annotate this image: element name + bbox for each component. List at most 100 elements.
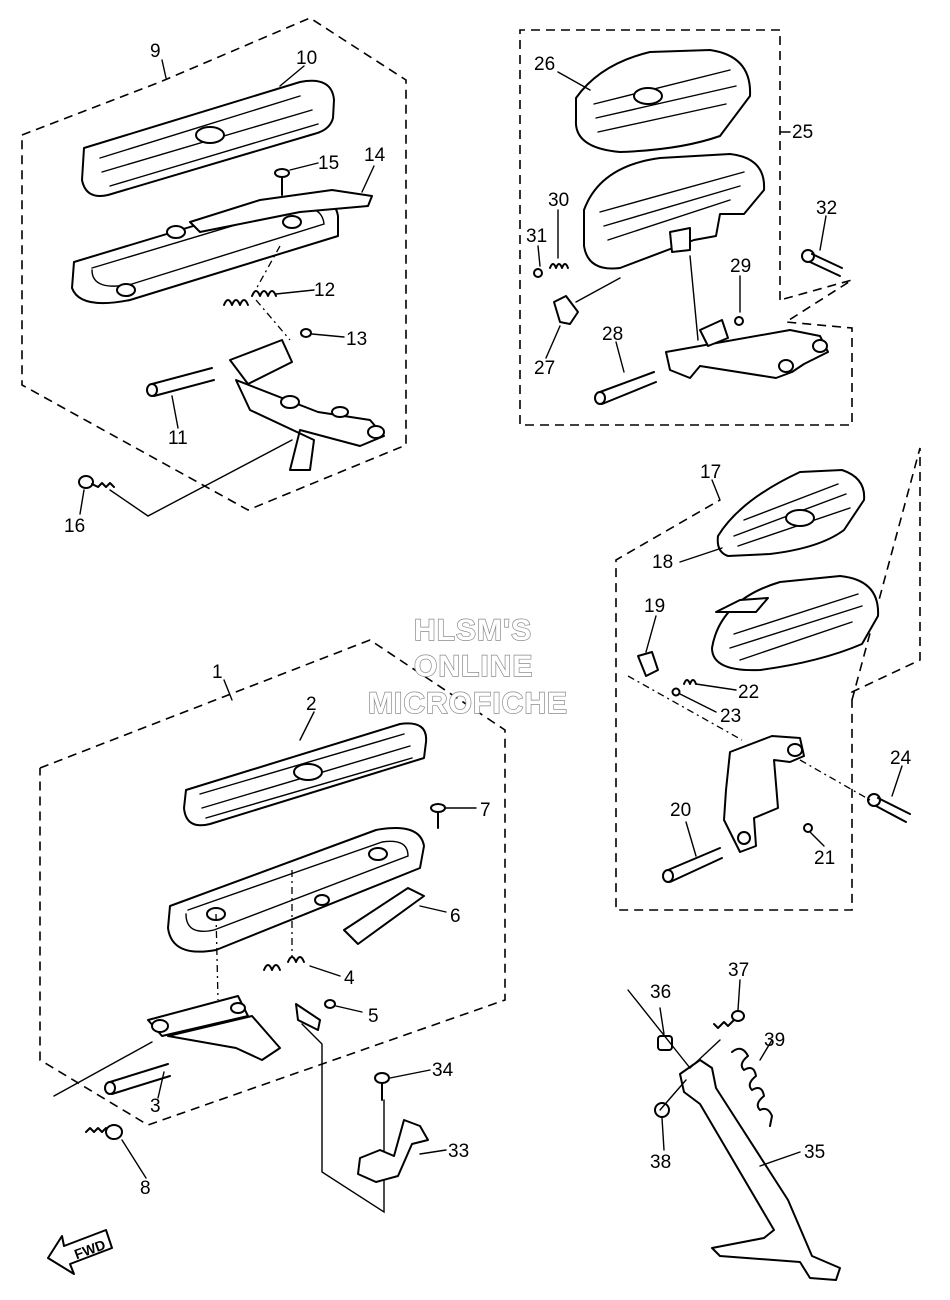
callout-19: 19 — [644, 596, 665, 617]
callout-38: 38 — [650, 1152, 671, 1173]
pivot-pin-11 — [146, 367, 215, 397]
pin-29 — [734, 316, 744, 326]
plate-19 — [637, 651, 659, 677]
callout-6: 6 — [450, 906, 461, 927]
bracket-33 — [357, 1119, 429, 1183]
callout-39: 39 — [764, 1030, 785, 1051]
footboard-base-1 — [167, 827, 425, 953]
callout-4: 4 — [344, 968, 355, 989]
part-number-callouts: 9 10 15 14 12 13 11 16 26 25 30 31 32 29… — [64, 41, 912, 1199]
group-1-outline — [39, 639, 506, 1126]
pivot-pin-28 — [594, 371, 657, 405]
watermark-line-2: ONLINE — [414, 650, 533, 683]
callout-29: 29 — [730, 256, 751, 277]
callout-2: 2 — [306, 694, 317, 715]
callout-24: 24 — [890, 748, 912, 769]
spring-30 — [549, 263, 569, 269]
callout-27: 27 — [534, 358, 555, 379]
group-1-assembly — [39, 639, 506, 1214]
pin-5 — [324, 999, 336, 1009]
screw-34 — [374, 1072, 390, 1101]
callout-15: 15 — [318, 153, 339, 174]
callout-26: 26 — [534, 54, 555, 75]
callout-32: 32 — [816, 198, 837, 219]
callout-5: 5 — [368, 1006, 379, 1027]
callout-20: 20 — [670, 800, 691, 821]
footboard-mat-18 — [716, 469, 866, 557]
callout-33: 33 — [448, 1141, 469, 1162]
pin-21 — [803, 823, 813, 833]
watermark-line-1: HLSM'S — [414, 614, 532, 647]
bolt-8 — [85, 1124, 123, 1140]
nut-38 — [654, 1102, 670, 1118]
callout-11: 11 — [168, 428, 188, 449]
callout-18: 18 — [652, 552, 673, 573]
group-9-outline — [21, 17, 407, 511]
bar-6 — [343, 887, 425, 945]
screw-7 — [430, 803, 446, 829]
group-17-leaders — [627, 479, 903, 857]
callout-34: 34 — [432, 1060, 454, 1081]
bolt-32 — [801, 249, 843, 277]
callout-23: 23 — [720, 706, 741, 727]
callout-16: 16 — [64, 516, 85, 537]
footboard-arm-25 — [665, 319, 829, 379]
bolt-16 — [78, 475, 115, 489]
watermark-line-3: MICROFICHE — [368, 687, 568, 720]
spring-39 — [731, 1047, 773, 1127]
footboard-tray-17 — [711, 575, 880, 672]
callout-17: 17 — [700, 462, 721, 483]
spring-22 — [683, 679, 697, 685]
group-25-assembly — [519, 29, 853, 426]
callout-21: 21 — [814, 848, 835, 869]
bracket-14 — [189, 189, 373, 233]
footboard-tray-25 — [583, 153, 766, 270]
spring-4a — [263, 964, 281, 971]
callout-1: 1 — [212, 662, 223, 683]
bracket-33-assembly — [357, 1069, 447, 1183]
footboard-mat-26 — [574, 49, 752, 153]
pivot-pin-20 — [662, 847, 723, 883]
group-9-leaders — [79, 59, 375, 517]
footboard-base-9 — [71, 195, 339, 305]
watermark: HLSM'S ONLINE MICROFICHE — [367, 613, 568, 720]
footboard-mat-10 — [81, 79, 335, 197]
group-9-assembly — [21, 17, 407, 517]
pin-13 — [300, 328, 312, 338]
sidestand-assembly — [627, 979, 841, 1281]
bolt-24 — [867, 793, 911, 823]
footboard-arm-17 — [723, 735, 805, 853]
callout-9: 9 — [150, 41, 161, 62]
callout-13: 13 — [346, 329, 367, 350]
bolt-37 — [713, 1010, 745, 1029]
callout-25: 25 — [792, 122, 813, 143]
callout-7: 7 — [480, 800, 491, 821]
callout-30: 30 — [548, 190, 569, 211]
group-25-leaders — [537, 71, 827, 373]
callout-12: 12 — [314, 280, 335, 301]
fwd-arrow-icon: FWD — [47, 1229, 113, 1275]
pivot-pin-3 — [104, 1063, 171, 1095]
footboard-mat-2 — [183, 722, 428, 827]
plate-27 — [553, 295, 579, 325]
group-17-assembly — [615, 447, 921, 911]
group-17-outline — [615, 447, 921, 911]
callout-28: 28 — [602, 324, 623, 345]
callout-14: 14 — [364, 145, 386, 166]
callout-37: 37 — [728, 960, 749, 981]
footboard-arm-1 — [147, 995, 321, 1061]
ball-23 — [671, 687, 681, 697]
screw-15 — [274, 168, 290, 196]
spring-4b — [287, 956, 305, 963]
callout-8: 8 — [140, 1178, 151, 1199]
callout-31: 31 — [526, 226, 547, 247]
callout-22: 22 — [738, 682, 759, 703]
callout-10: 10 — [296, 48, 317, 69]
callout-35: 35 — [804, 1142, 825, 1163]
sidestand-35 — [679, 1059, 841, 1281]
spring-12b — [251, 290, 277, 297]
ball-31 — [533, 268, 543, 278]
callout-3: 3 — [150, 1096, 161, 1117]
group-25-outline — [519, 29, 853, 426]
